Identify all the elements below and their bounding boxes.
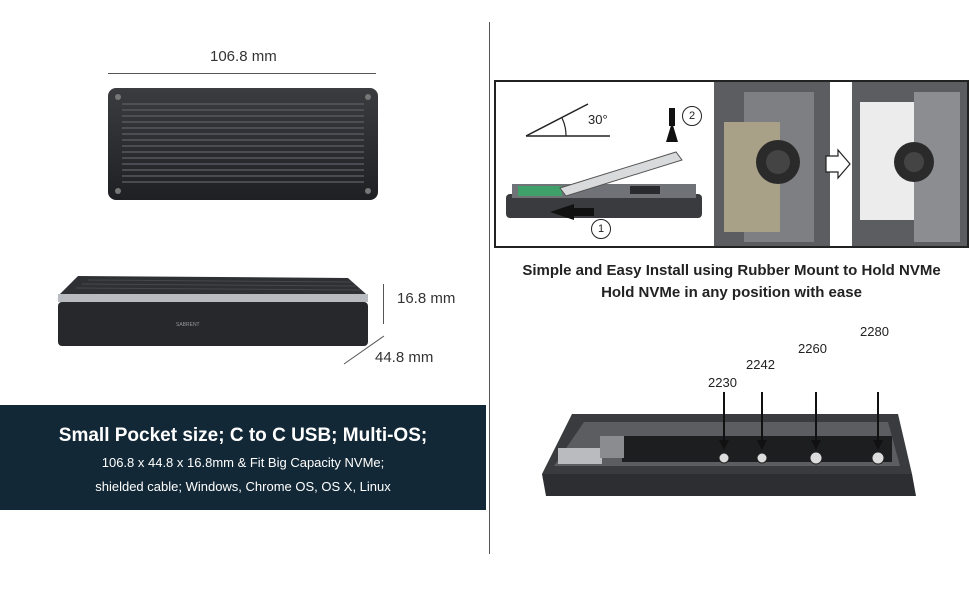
step-2-marker: 2 <box>682 106 702 126</box>
size-label-2280: 2280 <box>860 324 889 339</box>
vertical-divider <box>489 22 490 554</box>
length-dimension-label: 106.8 mm <box>210 48 277 65</box>
install-caption-line1: Simple and Easy Install using Rubber Mou… <box>522 262 941 279</box>
step-1-marker: 1 <box>591 219 611 239</box>
step-1-label: 1 <box>597 223 605 235</box>
angle-diagram <box>525 103 610 137</box>
width-dimension-line <box>343 335 385 365</box>
size-label-2242: 2242 <box>746 357 775 372</box>
size-label-2230: 2230 <box>708 375 737 390</box>
width-dimension-label: 44.8 mm <box>375 349 434 366</box>
svg-text:SABRENT: SABRENT <box>176 322 200 328</box>
height-dimension-label: 16.8 mm <box>397 290 456 307</box>
feature-banner: Small Pocket size; C to C USB; Multi-OS;… <box>0 405 486 510</box>
size-label-2260: 2260 <box>798 341 827 356</box>
install-illustration: 30° 2 1 <box>494 80 969 248</box>
angle-label: 30° <box>588 112 608 127</box>
banner-os-line: shielded cable; Windows, Chrome OS, OS X… <box>95 479 391 494</box>
banner-spec-line: 106.8 x 44.8 x 16.8mm & Fit Big Capacity… <box>101 455 385 470</box>
install-caption-line2: Hold NVMe in any position with ease <box>601 284 862 301</box>
banner-headline: Small Pocket size; C to C USB; Multi-OS; <box>58 425 428 446</box>
enclosure-side-view-image: SABRENT <box>58 276 368 346</box>
enclosure-top-view-image <box>108 88 378 200</box>
length-dimension-line <box>108 73 376 74</box>
height-dimension-line <box>383 284 384 324</box>
step-2-label: 2 <box>688 110 696 122</box>
enclosure-mount-positions-image <box>542 392 916 496</box>
rubber-mount-closeup-image <box>714 82 967 246</box>
enclosure-open-image <box>506 108 702 220</box>
